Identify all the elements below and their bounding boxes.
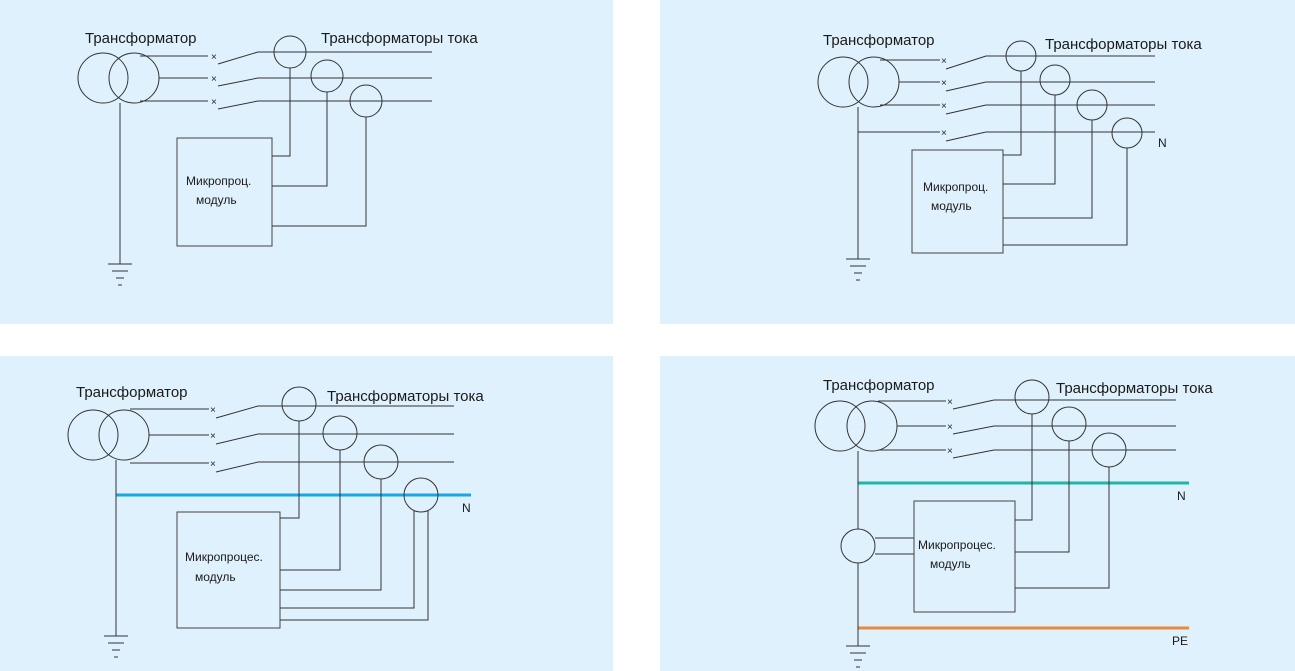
transformer-secondary-coil (98, 409, 150, 461)
transformer-label: Трансформатор (823, 377, 935, 394)
breaker-blade-l3 (945, 104, 987, 115)
bus-pe-label: PE (1172, 634, 1188, 648)
panel-bottom-right: × × × Микропроцес. мод (660, 356, 1295, 671)
breaker-blade-l2 (215, 433, 259, 445)
microprocessor-module-box (176, 137, 273, 247)
breaker-mark-n: × (941, 128, 947, 139)
ct-wire-l2 (1003, 95, 1056, 185)
transformer-secondary-coil (848, 56, 900, 108)
current-transformer-l1 (281, 386, 317, 422)
module-label-line2: модуль (196, 193, 237, 207)
breaker-mark-l1: × (947, 397, 953, 408)
current-transformer-l2 (1039, 64, 1071, 96)
current-transformer-n (1111, 117, 1143, 149)
breaker-blade-l3 (952, 449, 995, 459)
breaker-blade-l2 (952, 425, 995, 435)
schematic-bottom-left: × × × Микропроцес. модуль (67, 384, 484, 658)
bus-n-label: N (462, 501, 471, 515)
panel-bottom-left: × × × Микропроцес. модуль (0, 356, 613, 671)
breaker-blade-l2 (945, 81, 987, 92)
breaker-blade-l1 (952, 399, 995, 410)
breaker-blade-n (945, 131, 987, 142)
module-label-line1: Микропроц. (923, 180, 988, 194)
ct-wire-l2 (1015, 441, 1070, 553)
schematic-top-left: × × × Микропроц. модуль (77, 30, 478, 286)
transformer-primary-coil (814, 400, 866, 452)
ct-wire-l2 (280, 450, 341, 571)
breaker-mark-l2: × (211, 74, 217, 85)
breaker-blade-l1 (215, 405, 259, 419)
schematic-top-right: × × × × Микропроц. модуль (817, 32, 1202, 281)
transformer-secondary-coil (846, 400, 898, 452)
current-transformers-label: Трансформаторы тока (1045, 36, 1202, 53)
breaker-mark-l2: × (210, 431, 216, 442)
module-label-line2: модуль (931, 199, 972, 213)
transformer-label: Трансформатор (76, 384, 188, 401)
current-transformers-label: Трансформаторы тока (321, 30, 478, 47)
ct-wire-l1 (1015, 414, 1033, 521)
breaker-blade-l3 (217, 100, 259, 110)
breaker-mark-l2: × (941, 78, 947, 89)
breaker-mark-l3: × (210, 459, 216, 470)
panel-top-left: × × × Микропроц. модуль (0, 0, 613, 324)
transformer-primary-coil (817, 56, 869, 108)
breaker-blade-l1 (945, 55, 987, 70)
transformer-primary-coil (67, 409, 119, 461)
transformer-secondary-coil (108, 52, 160, 104)
breaker-blade-l1 (217, 51, 259, 65)
module-label-line1: Микропроцес. (185, 550, 263, 564)
module-label-line1: Микропроцес. (918, 538, 996, 552)
panel-top-right: × × × × Микропроц. модуль (660, 0, 1295, 324)
breaker-blade-l3 (215, 461, 259, 473)
schematic-bottom-right: × × × Микропроцес. мод (814, 377, 1213, 668)
microprocessor-module-box (913, 500, 1016, 613)
ct-wire-l3 (1015, 467, 1110, 589)
breaker-mark-l3: × (941, 101, 947, 112)
bus-n-label: N (1158, 136, 1167, 150)
breaker-mark-l1: × (211, 52, 217, 63)
ct-wire-l1 (280, 421, 300, 519)
breaker-blade-l2 (217, 77, 259, 87)
breaker-mark-l3: × (947, 446, 953, 457)
current-transformer-l1 (1014, 379, 1050, 415)
ct-wire-n (1003, 148, 1128, 246)
current-transformer-l2 (1051, 406, 1087, 442)
module-label-line2: модуль (195, 570, 236, 584)
breaker-mark-l2: × (947, 422, 953, 433)
breaker-mark-l1: × (941, 56, 947, 67)
current-transformer-l2 (310, 59, 344, 93)
transformer-primary-coil (77, 52, 129, 104)
ct-wire-l1 (272, 68, 291, 157)
current-transformers-label: Трансформаторы тока (327, 388, 484, 405)
bus-n-label: N (1177, 489, 1186, 503)
ct-wire-l3 (280, 479, 382, 591)
ct-wire-l3 (272, 117, 367, 227)
module-label-line2: модуль (930, 557, 971, 571)
breaker-mark-l3: × (211, 97, 217, 108)
ct-wire-l2 (272, 92, 328, 187)
module-label-line1: Микропроц. (186, 174, 251, 188)
ct-wire-l3 (1003, 120, 1093, 219)
current-transformer-n (403, 477, 439, 513)
microprocessor-module-box (911, 149, 1004, 254)
ct-wire-n-a (280, 511, 415, 609)
current-transformer-l2 (322, 415, 358, 451)
ct-wire-n-b (280, 511, 429, 621)
transformer-label: Трансформатор (85, 30, 197, 47)
current-transformer-earth (840, 528, 876, 564)
breaker-mark-l1: × (210, 405, 216, 416)
current-transformers-label: Трансформаторы тока (1056, 380, 1213, 397)
ct-wire-l1 (1003, 71, 1022, 156)
transformer-label: Трансформатор (823, 32, 935, 49)
